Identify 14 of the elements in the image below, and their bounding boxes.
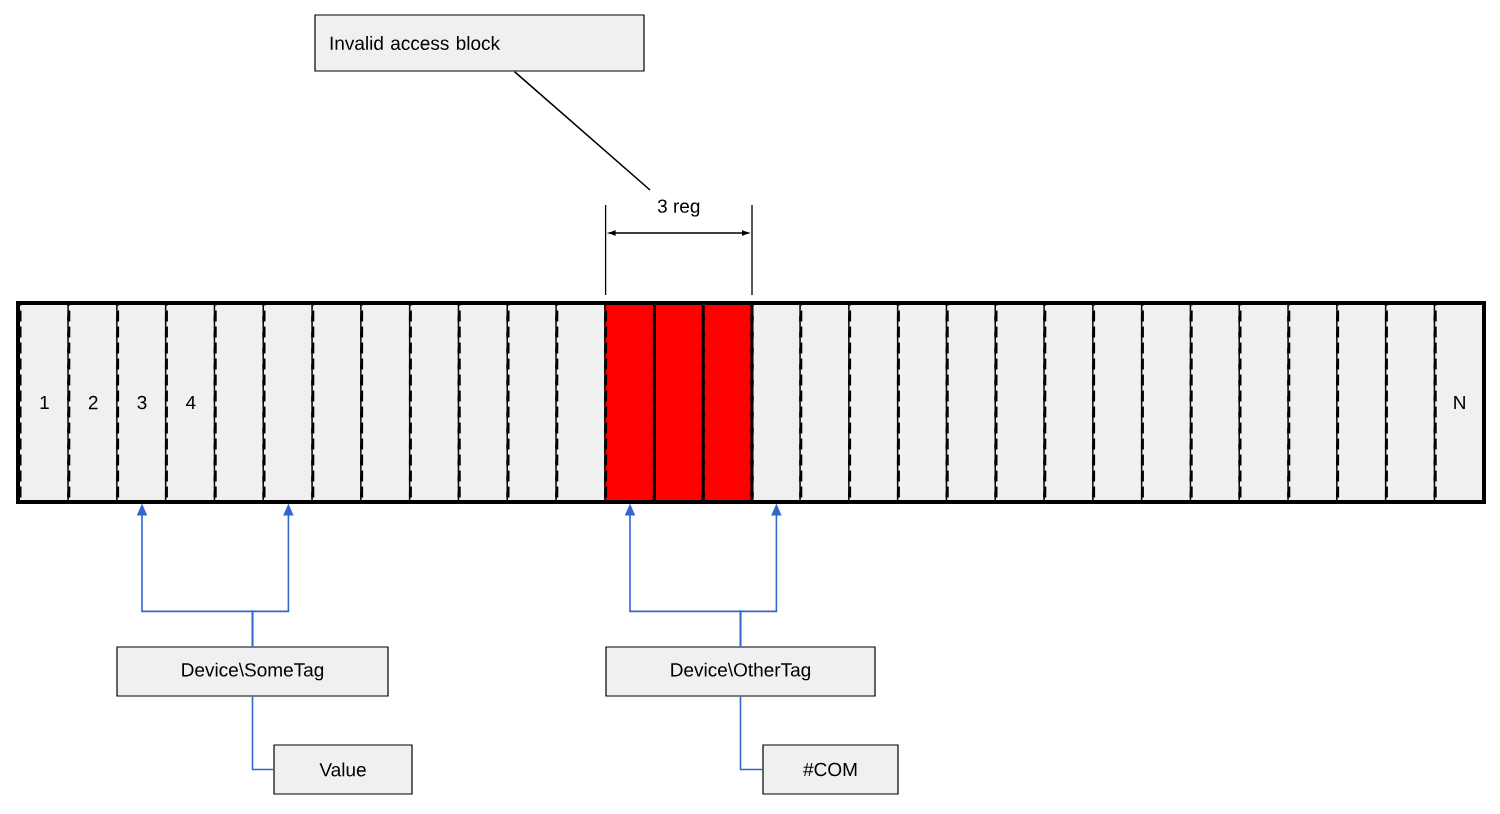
connector-line bbox=[739, 695, 764, 771]
tag-box: #COM bbox=[762, 744, 899, 795]
register-cell: 1 bbox=[18, 301, 71, 504]
register-cell: 2 bbox=[67, 301, 120, 504]
tag-box: Value bbox=[273, 744, 413, 795]
callout-box: Invalid access block bbox=[314, 14, 645, 72]
register-cell: 4 bbox=[164, 301, 217, 504]
tag-box: Device\SomeTag bbox=[116, 646, 389, 697]
register-cell: N bbox=[1433, 301, 1486, 504]
tag-box: Device\OtherTag bbox=[605, 646, 876, 697]
dimension-label: 3 reg bbox=[656, 198, 702, 218]
connector-line bbox=[251, 695, 275, 771]
invalid-block bbox=[605, 303, 752, 502]
register-cell: 3 bbox=[116, 301, 168, 504]
